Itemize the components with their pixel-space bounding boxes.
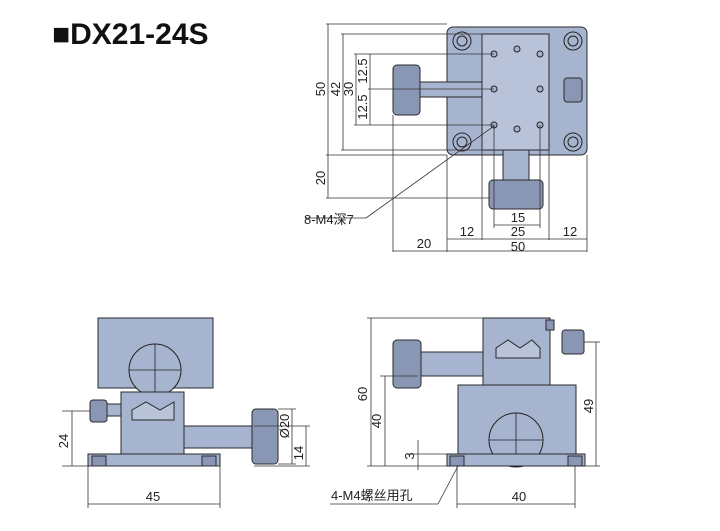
front-right-knob	[251, 408, 279, 465]
mount-callout: 4-M4螺丝用孔	[331, 488, 413, 503]
front-view: 24 Ø20 14 45	[56, 317, 310, 508]
dim-top-50-h: 50	[511, 239, 525, 254]
dim-top-25: 25	[511, 224, 525, 239]
top-y-knob	[488, 179, 544, 210]
top-y-screw-shaft	[502, 149, 530, 183]
side-dovetail	[495, 339, 541, 359]
front-dovetail	[131, 401, 175, 421]
model-title: ■DX21-24S	[52, 18, 209, 51]
dim-side-40-h: 40	[512, 489, 526, 504]
side-left-knob	[392, 339, 422, 389]
top-x-screw-shaft	[417, 81, 483, 98]
top-lock-knob	[563, 77, 583, 103]
front-left-knob	[89, 399, 108, 423]
front-lower-block	[120, 391, 185, 455]
dim-top-20-h: 20	[417, 236, 431, 251]
dim-top-15: 15	[511, 210, 525, 225]
dim-top-20-v: 20	[313, 171, 328, 185]
dim-front-14: 14	[291, 446, 306, 460]
hole-callout: 8-M4深7	[304, 212, 354, 227]
dim-top-12-5-b: 12.5	[355, 94, 370, 119]
side-shaft	[417, 351, 484, 377]
dim-top-50: 50	[313, 82, 328, 96]
side-base	[446, 453, 586, 467]
dim-side-60: 60	[355, 387, 370, 401]
top-corner-holes	[452, 31, 583, 152]
dim-side-40-v: 40	[369, 414, 384, 428]
front-right-shaft	[183, 425, 255, 449]
top-view: 50 42 30 12.5 12.5 20 15 25 50 12 12 20 …	[304, 23, 588, 254]
dim-top-42: 42	[328, 82, 343, 96]
side-view: 60 40 3 49 40 4-M4螺丝用孔	[330, 317, 600, 508]
dim-top-12-right: 12	[563, 224, 577, 239]
top-x-knob	[392, 64, 421, 116]
front-left-shaft	[105, 403, 122, 417]
dim-top-12-left: 12	[460, 224, 474, 239]
dim-front-24: 24	[56, 434, 71, 448]
front-base	[87, 453, 221, 467]
side-right-knob	[561, 329, 585, 355]
dim-front-45: 45	[146, 489, 160, 504]
dim-top-12-5-a: 12.5	[355, 58, 370, 83]
dim-side-3: 3	[402, 452, 417, 459]
dim-top-30: 30	[341, 82, 356, 96]
dim-side-49: 49	[581, 399, 596, 413]
